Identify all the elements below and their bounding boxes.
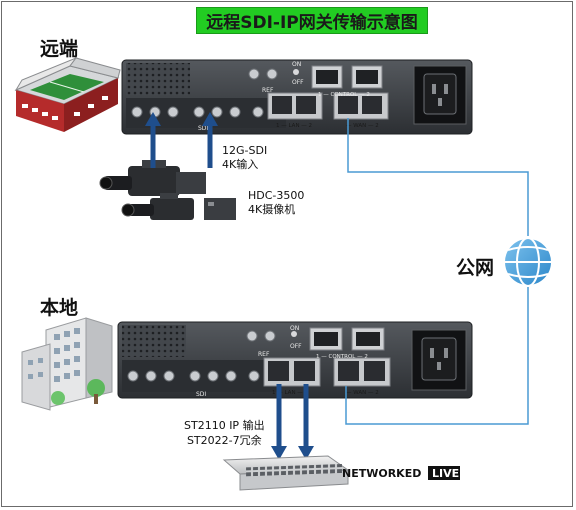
local-lan-label: 1 — LAN — 2 (272, 390, 308, 396)
live-badge-text: LIVE (432, 467, 459, 480)
local-sdi-label: SDI (196, 391, 206, 398)
local-ref-label: REF (258, 351, 270, 358)
public-network-label: 公网 (456, 257, 495, 279)
local-wan-label: — WAN — 2 (346, 390, 379, 396)
remote-wan-label: — WAN — 2 (346, 123, 379, 129)
office-building-icon (21, 317, 113, 411)
remote-control-label: 1 — CONTROL — 2 (318, 92, 370, 98)
local-label: 本地 (40, 297, 79, 319)
live-badge (428, 466, 460, 480)
networked-live-text: NETWORKED (342, 467, 421, 480)
local-gateway-device (117, 321, 473, 399)
remote-on-label: ON (292, 61, 301, 68)
stadium-icon (14, 56, 121, 132)
remote-lan-label: 1 — LAN — 2 (276, 123, 312, 129)
camera-icon (99, 160, 236, 220)
local-on-label: ON (290, 325, 299, 332)
globe-icon (503, 237, 553, 287)
local-control-label: 1 — CONTROL — 2 (316, 354, 368, 360)
remote-ref-label: REF (262, 87, 274, 94)
wan-link-lines (345, 118, 529, 425)
remote-off-label: OFF (292, 79, 304, 86)
remote-sdi-label: SDI (198, 125, 208, 132)
network-switch-icon (222, 455, 350, 491)
sdi-input-arrows (145, 112, 218, 168)
remote-label: 远端 (40, 38, 79, 60)
diagram-title: 远程SDI-IP网关传输示意图 (196, 7, 428, 34)
ip-output-arrows (271, 384, 314, 460)
local-off-label: OFF (290, 343, 302, 350)
